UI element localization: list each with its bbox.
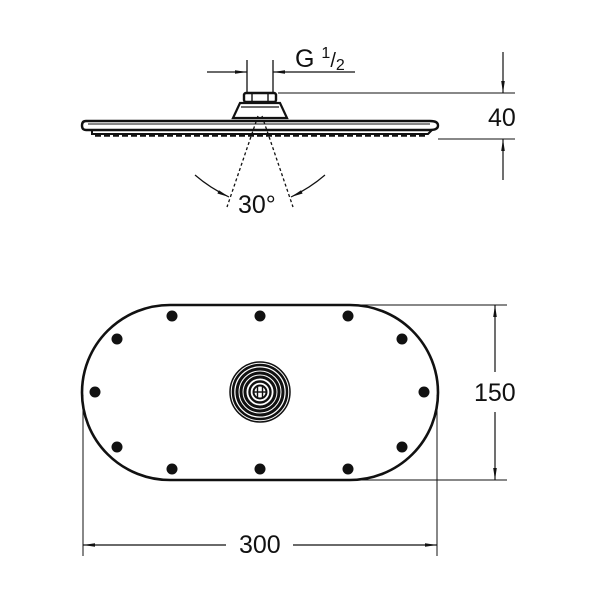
tilt-angle-label: 30° bbox=[238, 191, 276, 219]
thread-denominator: 2 bbox=[335, 57, 345, 74]
height-40-label: 40 bbox=[488, 104, 516, 132]
hex-nut bbox=[242, 91, 278, 104]
top-view bbox=[80, 303, 507, 556]
side-view bbox=[80, 52, 515, 208]
thread-numerator: 1 bbox=[321, 45, 331, 62]
width-300-label: 300 bbox=[239, 531, 281, 559]
ball-joint-flange bbox=[231, 101, 289, 120]
pipe bbox=[246, 60, 274, 92]
thread-prefix: G bbox=[295, 45, 315, 73]
thread-slash: / bbox=[330, 50, 336, 72]
head-plate-profile bbox=[80, 119, 440, 137]
dimension-extension-lines bbox=[82, 304, 507, 556]
tilt-angle-arcs bbox=[194, 174, 326, 198]
height-150-label: 150 bbox=[474, 379, 516, 407]
thread-size-label: G 1/2 bbox=[295, 46, 345, 74]
height-extension-lines bbox=[278, 92, 515, 140]
nozzle-dots bbox=[89, 310, 430, 475]
center-connector bbox=[229, 361, 291, 423]
